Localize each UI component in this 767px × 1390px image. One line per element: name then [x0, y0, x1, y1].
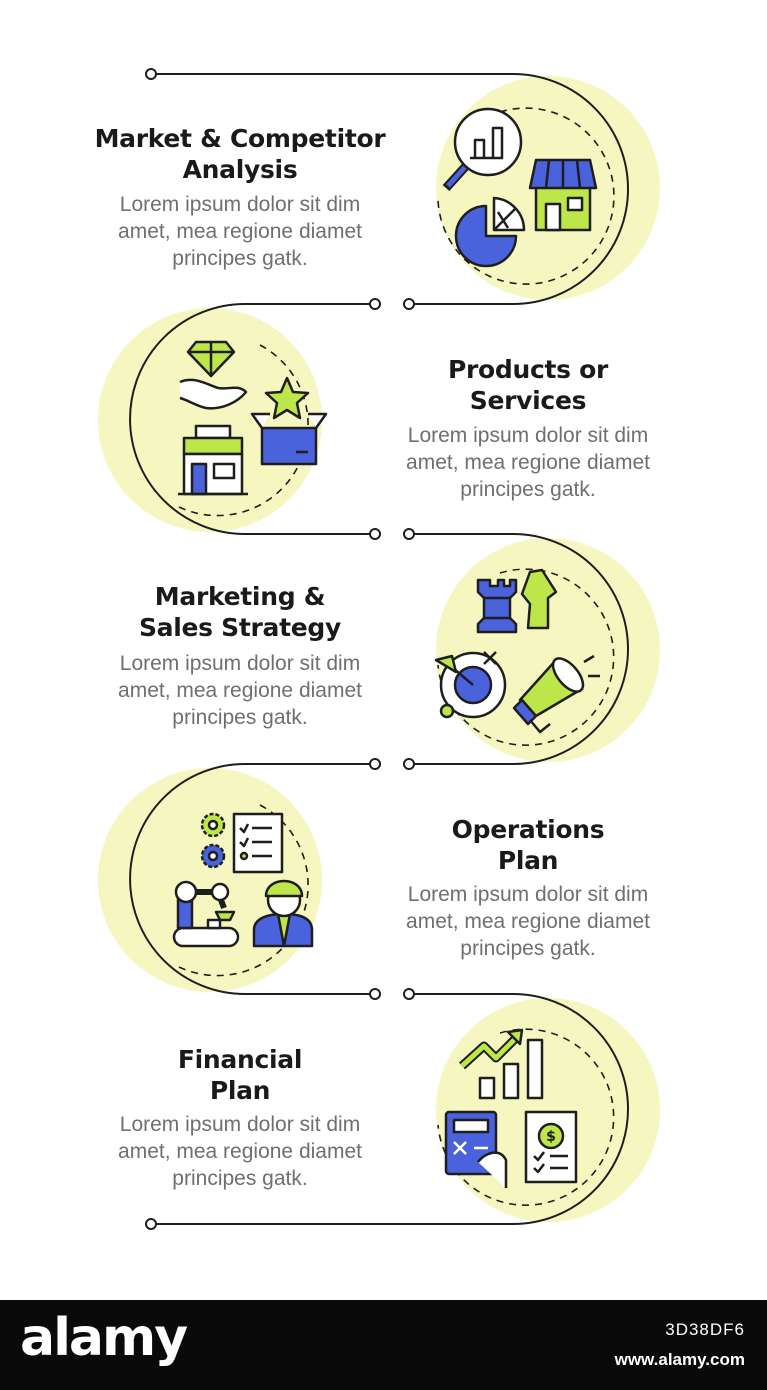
- step-3-description: Lorem ipsum dolor sit dim amet, mea regi…: [118, 652, 362, 729]
- dashed-arc-1: [437, 107, 615, 285]
- stock-url: www.alamy.com: [614, 1350, 745, 1369]
- connector-node: [145, 1218, 157, 1230]
- megaphone-icon: [512, 654, 600, 734]
- step-4-backdrop: [98, 768, 322, 992]
- step-2-description: Lorem ipsum dolor sit dim amet, mea regi…: [406, 424, 650, 501]
- step-2-backdrop: [98, 308, 322, 532]
- step-5-description: Lorem ipsum dolor sit dim amet, mea regi…: [118, 1113, 362, 1190]
- connector-node: [403, 758, 415, 770]
- gears-checklist-icon: [200, 812, 284, 874]
- pie-chart-icon: [454, 196, 526, 268]
- connector-node: [145, 68, 157, 80]
- target-arrow-icon: [434, 651, 507, 719]
- step-5-backdrop: [436, 998, 660, 1222]
- connector-node: [369, 528, 381, 540]
- connector-line-4: [129, 763, 370, 995]
- connector-node: [403, 988, 415, 1000]
- stock-footer: alamy 3D38DF6 www.alamy.com: [0, 1300, 767, 1390]
- connector-node: [369, 298, 381, 310]
- connector-line-5: [156, 993, 629, 1225]
- step-5-title: Financial Plan: [177, 1045, 303, 1105]
- connector-node: [403, 528, 415, 540]
- magnifier-chart-icon: [442, 107, 523, 192]
- image-id: 3D38DF6: [665, 1320, 745, 1339]
- step-1-description: Lorem ipsum dolor sit dim amet, mea regi…: [118, 193, 362, 270]
- chess-pieces-icon: [476, 568, 558, 634]
- diamond-hand-icon: [179, 340, 248, 410]
- connector-line-3: [414, 533, 629, 765]
- dashed-arc-4: [174, 804, 309, 977]
- step-3-backdrop: [436, 538, 660, 762]
- connector-line-2: [129, 303, 370, 535]
- dashed-arc-3: [437, 568, 615, 746]
- step-4-title: Operations Plan: [451, 815, 605, 875]
- step-4-description: Lorem ipsum dolor sit dim amet, mea regi…: [406, 883, 650, 960]
- star-box-icon: [250, 376, 328, 466]
- connector-node: [403, 298, 415, 310]
- stock-logo: alamy: [20, 1308, 188, 1368]
- connector-node: [369, 758, 381, 770]
- connector-line-1: [156, 73, 629, 305]
- svg-text:$: $: [546, 1129, 556, 1145]
- dashed-arc-2: [174, 344, 309, 517]
- worker-icon: [252, 879, 314, 948]
- step-3-title: Marketing & Sales Strategy: [138, 582, 342, 642]
- dashed-arc-5: [437, 1028, 615, 1206]
- shop-icon: [178, 424, 248, 496]
- infographic: $ Market & Competitor Analysis Lorem ips…: [94, 68, 660, 1230]
- step-1-title: Market & Competitor Analysis: [94, 124, 386, 184]
- step-2-title: Products or Services: [447, 355, 609, 415]
- calculator-icon: [444, 1110, 508, 1188]
- connector-node: [369, 988, 381, 1000]
- robot-arm-icon: [172, 880, 240, 948]
- growth-chart-icon: [458, 1028, 544, 1100]
- connector-layer: $: [98, 68, 660, 1230]
- invoice-icon: $: [524, 1110, 578, 1184]
- store-icon: [528, 158, 598, 232]
